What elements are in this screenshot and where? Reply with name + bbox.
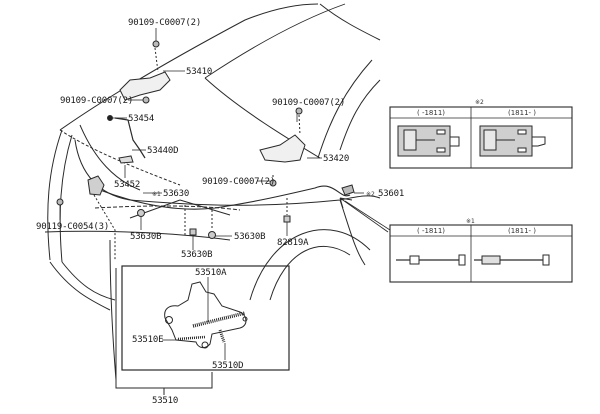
callout-53510a[interactable]: 53510A [195,268,227,278]
a-pillar [317,59,373,159]
hood-right-edge [204,77,321,159]
callout-53452[interactable]: 53452 [114,180,141,190]
spring-large [192,311,246,328]
pointer-arrow [339,197,389,233]
wheel-arch [249,229,371,301]
a-pillar-2 [339,79,381,151]
body-line-1 [47,129,63,261]
callout-53601[interactable]: 53601 [378,189,405,199]
callout-90119-c0054[interactable]: 90119-C0054(3) [36,222,110,232]
spring-d [218,329,226,343]
hinge-right-dash [298,114,301,136]
callout-53510d[interactable]: 53510D [212,361,244,371]
body-line-2 [59,134,73,263]
callout-90109-c0007-left[interactable]: 90109-C0007(2) [60,96,134,106]
lock-dash [93,194,116,260]
lock-body [164,281,247,349]
note2-mark: ※2 [366,191,375,198]
note1-mark: ※1 [152,191,161,198]
front-panel [109,239,117,381]
cable-new [474,254,550,266]
bumper-lower-2 [61,261,116,301]
grille [44,230,231,241]
callout-82819a[interactable]: 82819A [277,238,309,248]
hinge-left [119,71,171,101]
inset-note2-col-old: ( -1811) [416,109,446,117]
callout-90109-c0007-mid[interactable]: 90109-C0007(2) [202,177,276,187]
inset-note1-col-new: (1811- ) [507,227,537,235]
callout-53510[interactable]: 53510 [152,396,179,406]
callout-53630b-right[interactable]: 53630B [234,232,266,242]
spring-small [177,335,206,341]
hood-front-edge [59,129,181,186]
body-side [129,195,381,206]
switch-old [397,125,460,157]
switch-new [479,125,546,157]
radiator-support [94,205,241,211]
callout-90109-c0007-right[interactable]: 90109-C0007(2) [272,98,346,108]
callout-53630[interactable]: 53630 [163,189,190,199]
windshield [319,3,381,41]
hood-top-edge [204,3,346,79]
wheel-arch-inner [269,246,351,301]
callout-90109-c0007-top[interactable]: 90109-C0007(2) [128,18,202,28]
callout-53630b-bottom[interactable]: 53630B [181,250,213,260]
hood-lock-assy [87,175,105,196]
inset-note2-col-new: (1811- ) [507,109,537,117]
lock-detail-box [121,265,290,371]
hinge-left-dash [154,47,159,73]
callout-53420[interactable]: 53420 [323,154,350,164]
inset-note2-box [389,106,573,169]
callout-53510e[interactable]: 53510E [132,335,164,345]
callout-53440d[interactable]: 53440D [147,146,179,156]
hinge-right [259,134,306,163]
release-cable [99,185,351,210]
inset-note1-col-old: ( -1811) [416,227,446,235]
inset-note2-mark: ※2 [475,99,484,106]
support-rod [114,117,146,159]
callout-53410[interactable]: 53410 [186,67,213,77]
callout-53454[interactable]: 53454 [128,114,155,124]
headlamp-2 [79,124,141,191]
cable-old [396,254,466,266]
inset-note1-mark: ※1 [466,218,475,225]
hood-outline [59,3,319,131]
callout-53630b-left[interactable]: 53630B [130,232,162,242]
bumper-lower [49,261,111,311]
inset-note1-box [389,224,573,283]
